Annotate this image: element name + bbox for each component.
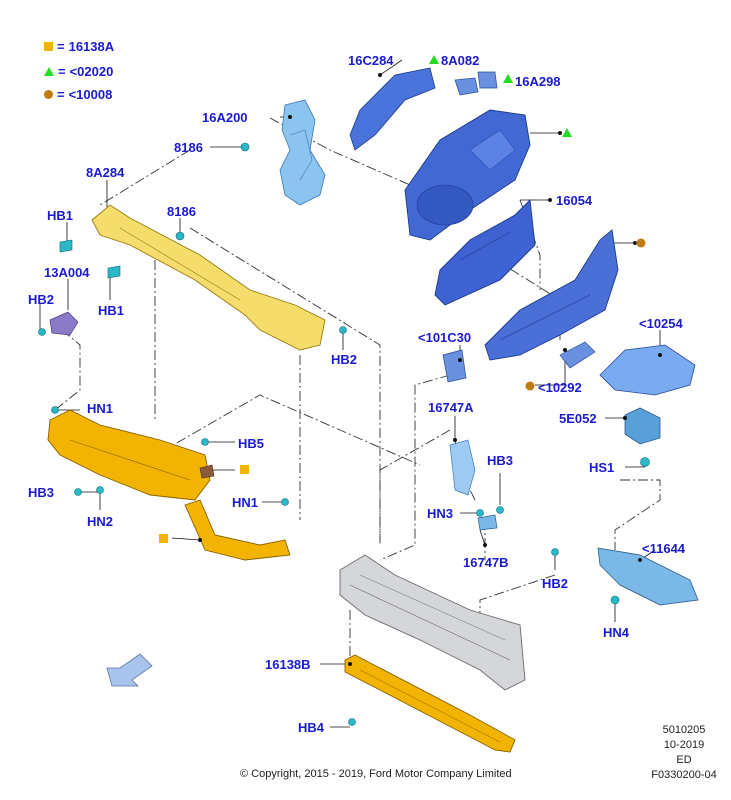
part-bumper-beam xyxy=(339,554,526,691)
part-wheelhouse-panel xyxy=(404,109,531,241)
callout-square-hb5 xyxy=(240,465,249,474)
label-hb2-right[interactable]: HB2 xyxy=(542,576,569,591)
legend-item-green-triangle: = <02020 xyxy=(44,63,113,79)
label-hs1[interactable]: HS1 xyxy=(589,460,615,475)
part-8a082 xyxy=(454,77,479,96)
label-16747b[interactable]: 16747B xyxy=(463,555,509,570)
label-8186-mid[interactable]: 8186 xyxy=(167,204,196,219)
part-lower-carrier xyxy=(47,409,291,561)
callout-symbols xyxy=(159,55,646,543)
fasteners xyxy=(38,142,650,726)
label-hn3[interactable]: HN3 xyxy=(427,506,454,521)
copyright-notice: © Copyright, 2015 - 2019, Ford Motor Com… xyxy=(240,768,512,780)
part-16747a xyxy=(449,439,476,496)
label-hn1-a[interactable]: HN1 xyxy=(87,401,114,416)
legend-eq: = xyxy=(58,63,66,79)
footer-code: 5010205 xyxy=(662,724,706,736)
brown-circle-icon xyxy=(44,89,53,99)
part-lower-rail xyxy=(484,229,619,361)
yellow-square-icon xyxy=(44,41,53,51)
label-hb2-mid[interactable]: HB2 xyxy=(331,352,358,367)
legend-code: 16138A xyxy=(68,38,115,54)
label-8186-top[interactable]: 8186 xyxy=(174,140,203,155)
legend-eq: = xyxy=(57,86,65,102)
part-10292 xyxy=(559,341,596,369)
callout-circle-10292 xyxy=(525,381,535,391)
legend-item-brown-circle: = <10008 xyxy=(44,86,112,102)
legend-code: <10008 xyxy=(68,86,113,102)
label-8a284[interactable]: 8A284 xyxy=(86,165,125,180)
direction-arrow-icon xyxy=(106,653,153,687)
part-8a284 xyxy=(91,204,326,351)
label-10254[interactable]: <10254 xyxy=(639,316,683,331)
label-hn2[interactable]: HN2 xyxy=(87,514,114,529)
part-13a004 xyxy=(49,311,79,336)
label-16c284[interactable]: 16C284 xyxy=(348,53,394,68)
label-hn1-b[interactable]: HN1 xyxy=(232,495,259,510)
label-8a082[interactable]: 8A082 xyxy=(441,53,480,68)
label-16747a[interactable]: 16747A xyxy=(428,400,474,415)
footer-figure: F0330200-04 xyxy=(651,769,717,781)
label-10292[interactable]: <10292 xyxy=(538,380,582,395)
callout-triangle-right xyxy=(562,128,572,137)
legend-code: <02020 xyxy=(69,63,114,79)
label-16a200[interactable]: 16A200 xyxy=(202,110,248,125)
part-16a200 xyxy=(279,99,326,206)
legend-item-yellow-square: = 16138A xyxy=(44,38,114,54)
label-13a004[interactable]: 13A004 xyxy=(44,265,90,280)
part-10254 xyxy=(599,344,696,396)
legend-eq: = xyxy=(57,38,65,54)
part-16138b xyxy=(344,654,516,753)
label-11644[interactable]: <11644 xyxy=(642,541,686,556)
label-101c30[interactable]: <101C30 xyxy=(418,330,472,345)
part-101c30 xyxy=(442,349,467,383)
label-hb2-left[interactable]: HB2 xyxy=(28,292,55,307)
callout-circle-right xyxy=(636,238,646,248)
part-16747b xyxy=(477,514,498,531)
label-hb1-a[interactable]: HB1 xyxy=(47,208,74,223)
label-hb5[interactable]: HB5 xyxy=(238,436,265,451)
callout-triangle-16a298 xyxy=(503,74,513,83)
label-16138b[interactable]: 16138B xyxy=(265,657,311,672)
callout-triangle-8a082 xyxy=(429,55,439,64)
label-hb3-left[interactable]: HB3 xyxy=(28,485,55,500)
label-hn4[interactable]: HN4 xyxy=(603,625,630,640)
footer-ed: ED xyxy=(676,754,692,766)
label-16054[interactable]: 16054 xyxy=(556,193,593,208)
part-16a298 xyxy=(477,71,498,89)
assembly-lines xyxy=(54,117,661,660)
leader-dots xyxy=(198,73,662,666)
callout-square-carrier xyxy=(159,534,168,543)
footer-date: 10-2019 xyxy=(663,739,705,751)
part-clip-brown xyxy=(199,464,215,479)
label-hb1-b[interactable]: HB1 xyxy=(98,303,125,318)
part-16c284 xyxy=(349,67,436,151)
label-hb4[interactable]: HB4 xyxy=(298,720,325,735)
part-11644 xyxy=(597,547,699,606)
part-16054 xyxy=(434,199,536,306)
label-5e052[interactable]: 5E052 xyxy=(559,411,597,426)
part-5e052 xyxy=(624,407,661,445)
label-16a298[interactable]: 16A298 xyxy=(515,74,561,89)
label-hb3-right[interactable]: HB3 xyxy=(487,453,514,468)
green-triangle-icon xyxy=(44,66,54,76)
leader-lines xyxy=(39,59,661,728)
